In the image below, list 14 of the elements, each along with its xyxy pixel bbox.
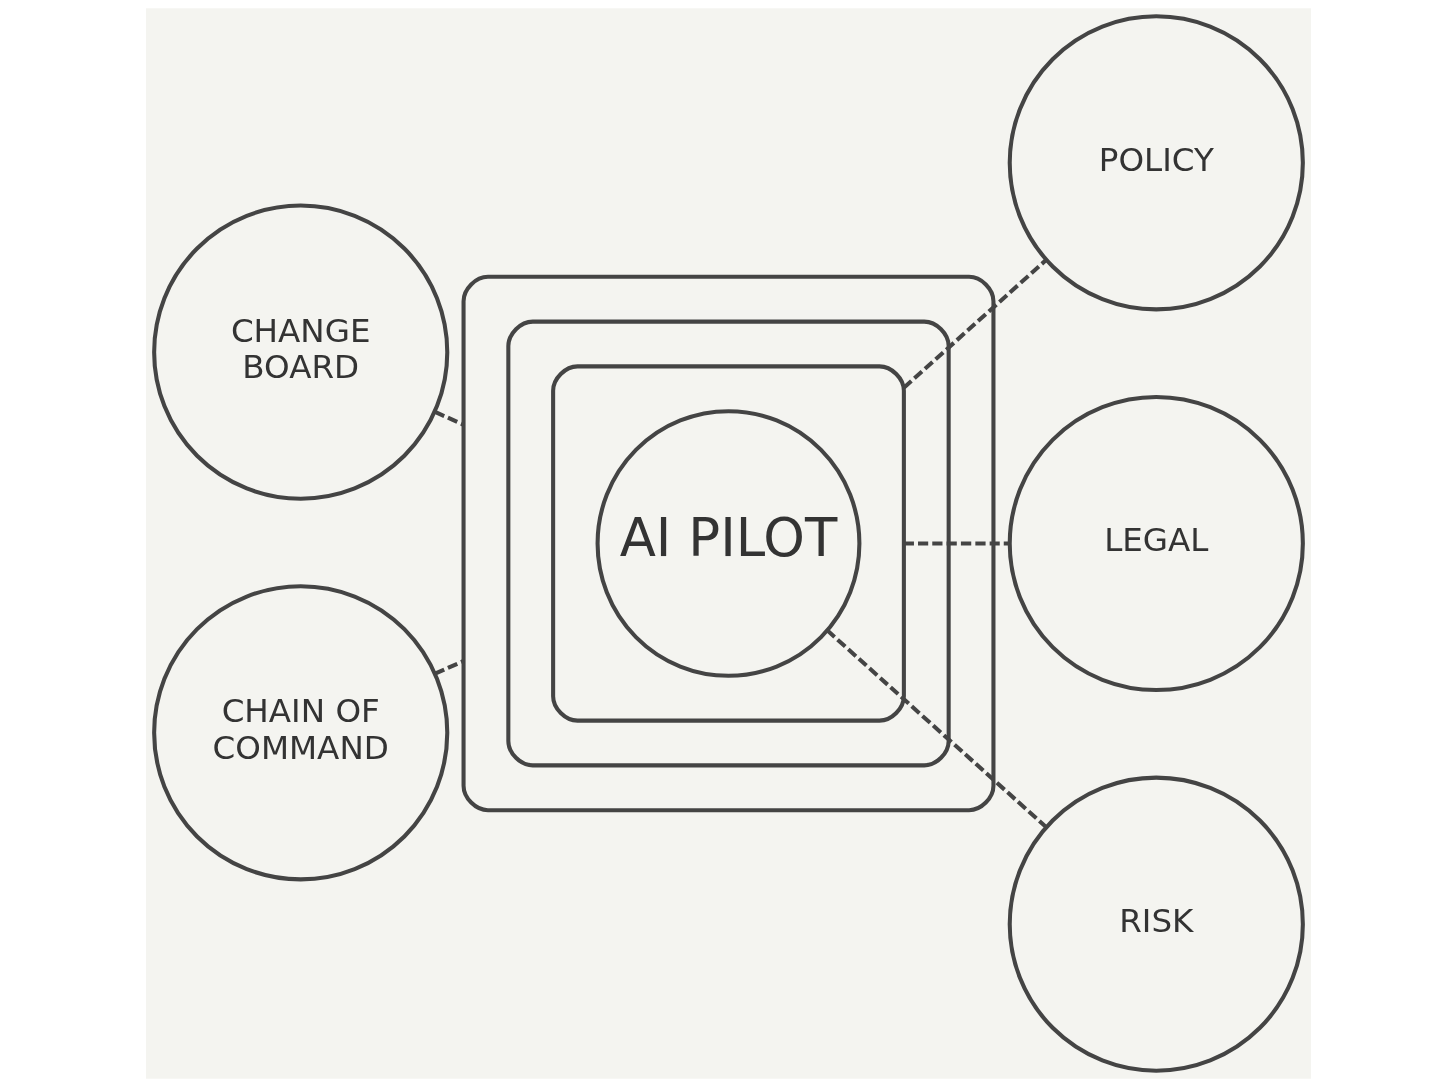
connector (825, 628, 1047, 829)
cluster (461, 274, 995, 813)
cluster (550, 364, 906, 723)
connector (902, 258, 1047, 390)
cluster (505, 319, 951, 768)
node-circle: POLICY (1007, 14, 1305, 312)
node-circle: RISK (1007, 775, 1305, 1073)
node-circle: CHANGE BOARD (151, 203, 449, 501)
connector (903, 541, 1010, 546)
node-circle: AI PILOT (595, 409, 861, 678)
node-circle: CHAIN OF COMMAND (151, 584, 449, 882)
connector (433, 410, 464, 427)
node-circle: LEGAL (1007, 394, 1305, 693)
connector (433, 659, 464, 676)
